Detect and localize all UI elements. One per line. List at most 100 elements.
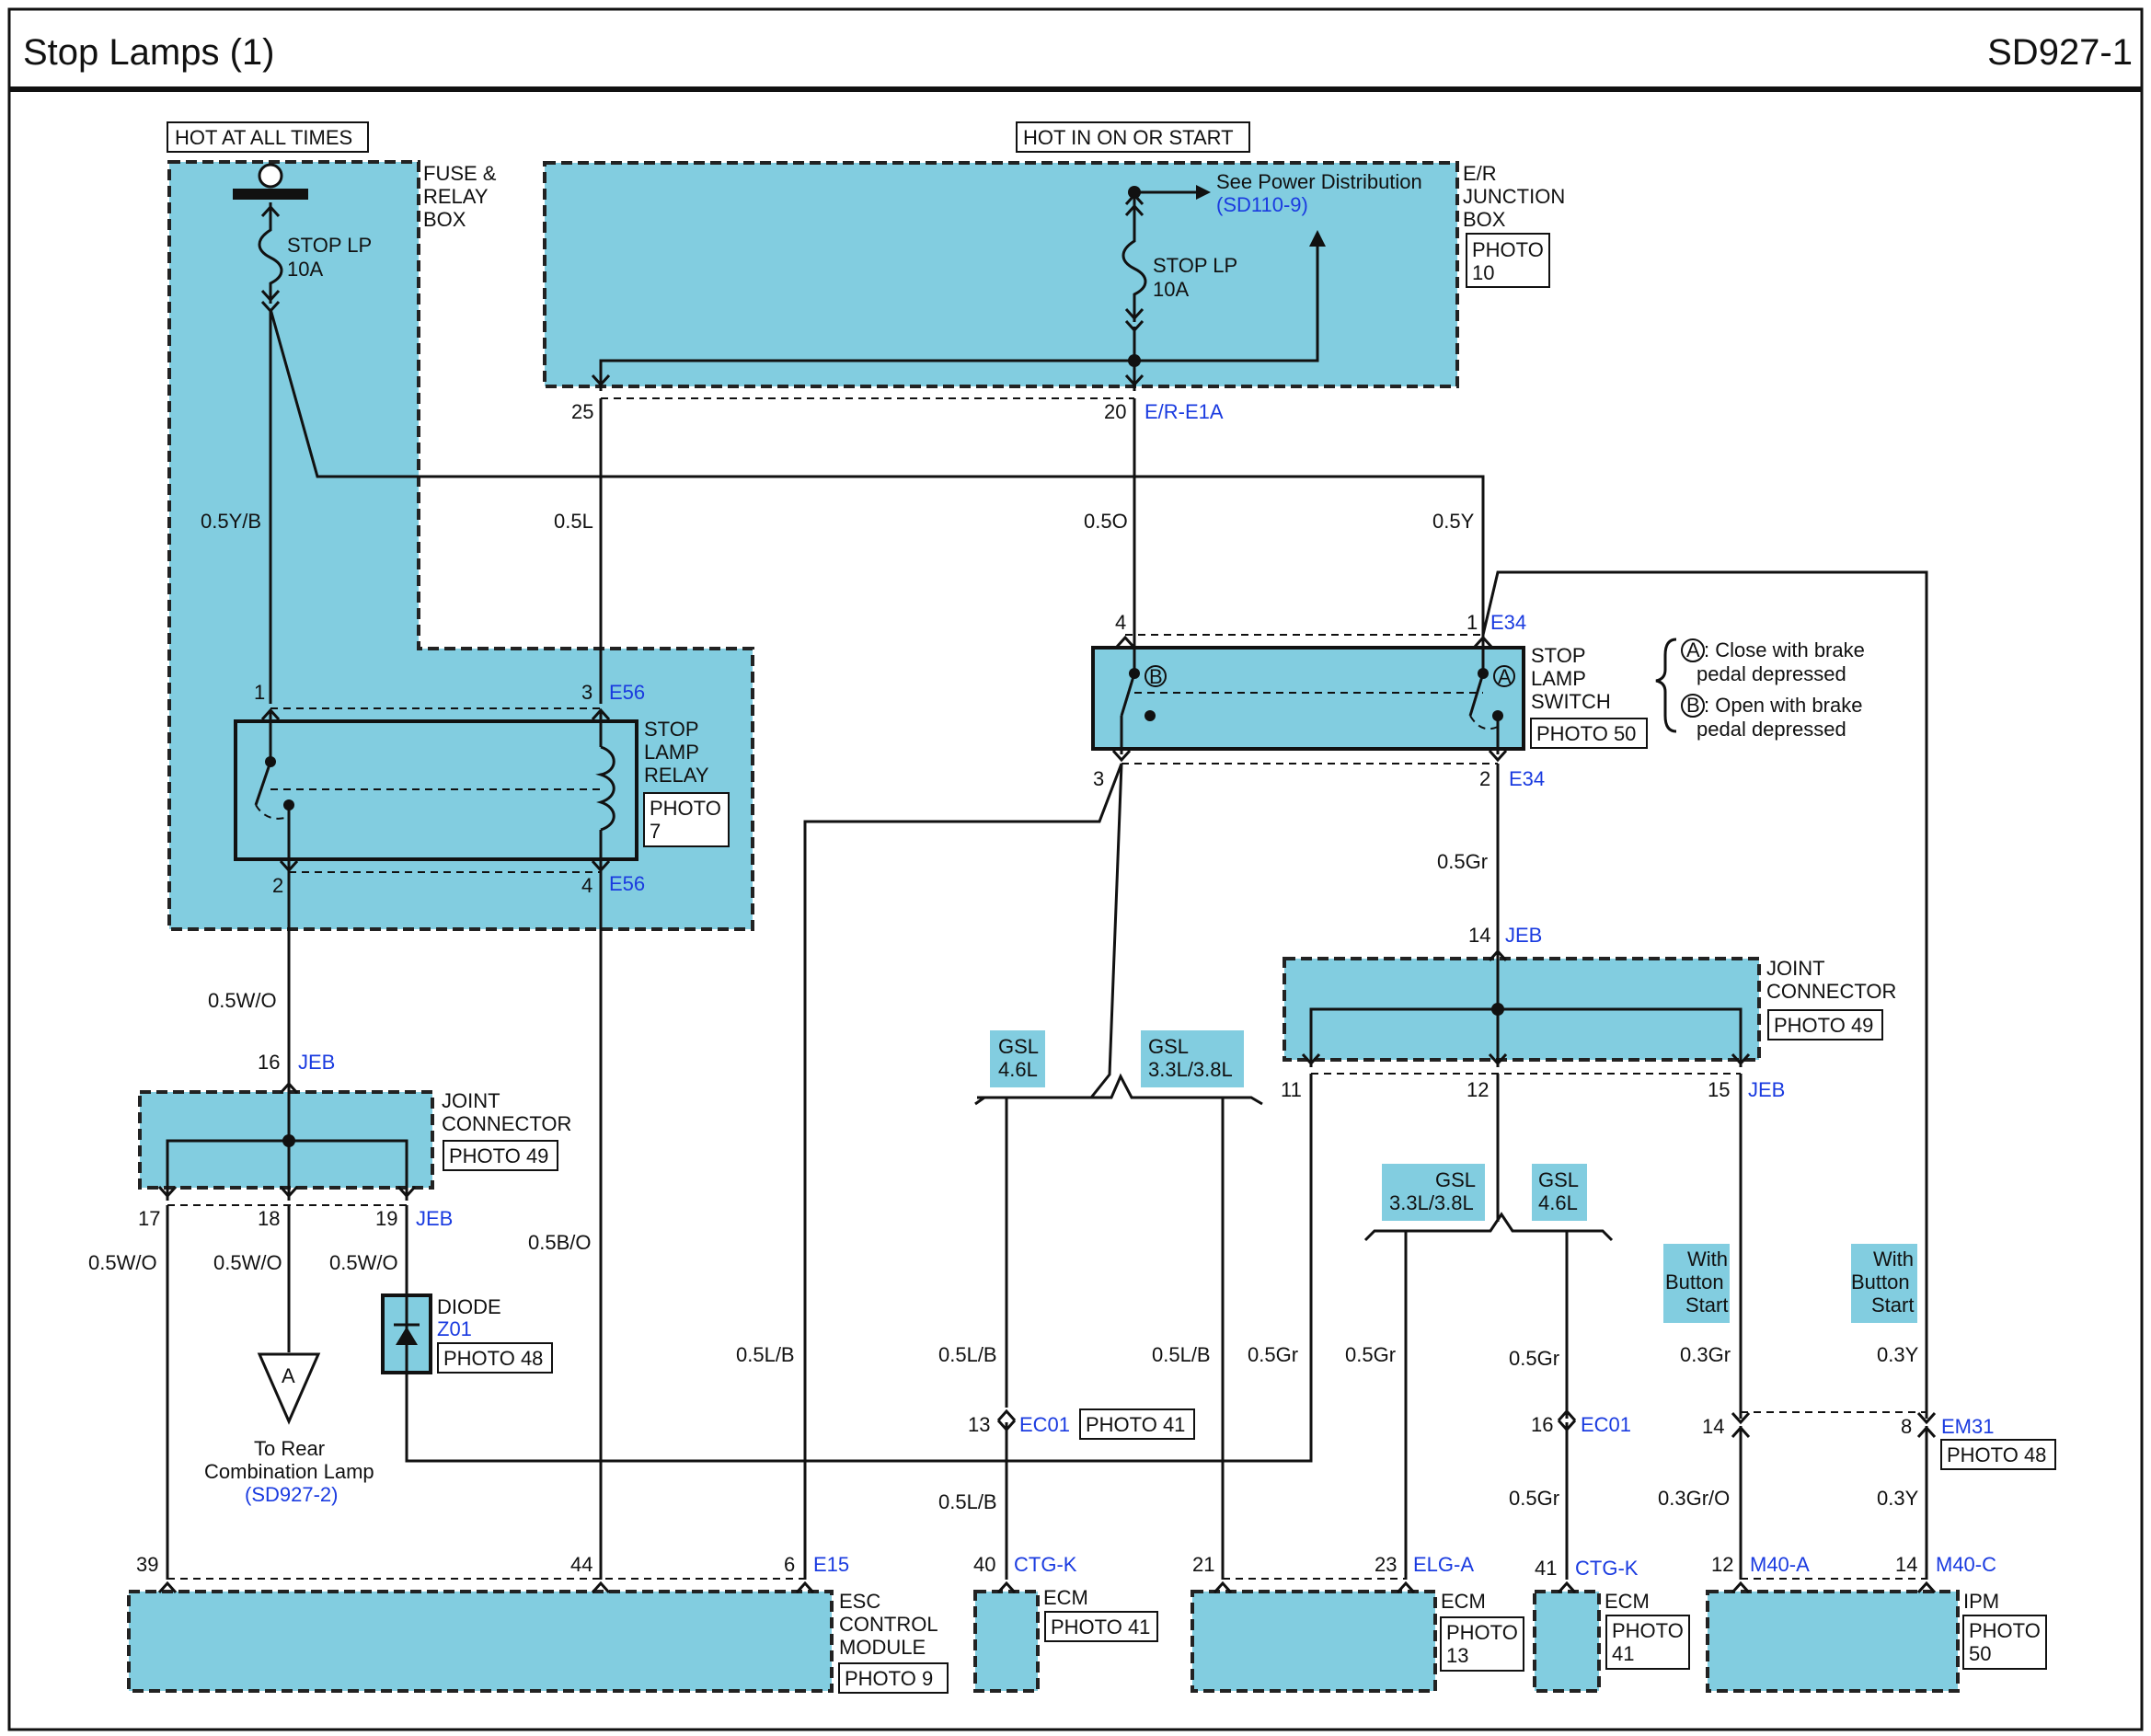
wire-label-05wo-b: 0.5W/O	[213, 1251, 282, 1274]
legend-a-text: : Close with brake	[1704, 638, 1865, 661]
ipm-photo-box	[1962, 1615, 2047, 1670]
wire-label-05l: 0.5L	[554, 510, 593, 533]
ecm3-photo-box	[1605, 1615, 1690, 1670]
jcr-pin-15: 15	[1708, 1078, 1730, 1101]
ecm-module-2	[1191, 1590, 1437, 1693]
jcl-label-2: CONNECTOR	[442, 1112, 571, 1135]
wire-label-05o: 0.5O	[1084, 510, 1128, 533]
offpage-label-1: To Rear	[254, 1437, 325, 1460]
jcl-label-1: JOINT	[442, 1089, 500, 1112]
relay-label-3: RELAY	[644, 764, 709, 787]
wire-label-05gr-d: 0.5Gr	[1509, 1487, 1559, 1510]
ecm1-photo: PHOTO 41	[1051, 1615, 1150, 1638]
em31-photo-box	[1940, 1439, 2056, 1470]
wire-label-03y-low: 0.3Y	[1877, 1487, 1919, 1510]
ecm3-pin-41: 41	[1535, 1557, 1557, 1580]
relay-pin-1: 1	[254, 681, 265, 704]
er-pin-20: 20	[1104, 400, 1126, 423]
page-border	[7, 7, 2144, 1731]
switch-pin-3: 3	[1093, 767, 1104, 790]
ecm1-pin-40: 40	[973, 1553, 995, 1576]
bus-bar-icon	[233, 189, 308, 200]
wire-jcr11	[405, 1074, 1313, 1463]
arrow-up-icon	[1309, 230, 1326, 247]
em31-conn: EM31	[1941, 1415, 1994, 1438]
ec01-pin-13: 13	[968, 1413, 990, 1436]
esc-label-2: CONTROL	[839, 1613, 938, 1636]
ipm-photo-2: 50	[1969, 1642, 1991, 1665]
variant-gsl46-1: GSL	[998, 1035, 1039, 1058]
fuse-box-label-1: FUSE &	[423, 162, 497, 185]
switch-label-3: SWITCH	[1531, 690, 1611, 713]
fuse-stop-lp-left-icon	[258, 202, 283, 304]
legend-a-letter: A	[1686, 638, 1700, 661]
ipm-label: IPM	[1963, 1590, 1999, 1613]
switch-a-marker-icon	[1493, 665, 1515, 687]
offpage-label-2: Combination Lamp	[204, 1460, 374, 1483]
em31-pin-8: 8	[1901, 1415, 1912, 1438]
stop-lamp-switch	[1091, 646, 1525, 751]
jcl-pin-16: 16	[258, 1051, 280, 1074]
variant-wbs1-2: Button	[1665, 1270, 1724, 1293]
switch-b-marker: B	[1149, 665, 1163, 688]
er-pin-25: 25	[571, 400, 593, 423]
ecm-module-3	[1533, 1590, 1601, 1693]
er-conn-e1a: E/R-E1A	[1145, 400, 1224, 423]
jcr-conn-top: JEB	[1505, 924, 1542, 947]
relay-pin-4: 4	[581, 874, 592, 897]
diode-photo-box	[437, 1342, 553, 1374]
ipm-conn-14: M40-C	[1936, 1553, 1996, 1576]
wire-label-05gr-c: 0.5Gr	[1509, 1347, 1559, 1370]
er-box-label-3: BOX	[1463, 208, 1506, 231]
switch-contact-b-icon	[1120, 673, 1136, 717]
variant-wbs2-1: With	[1873, 1247, 1914, 1270]
page-code: SD927-1	[1987, 32, 2133, 73]
battery-terminal-icon	[258, 163, 283, 189]
wire-label-03gr: 0.3Gr	[1680, 1343, 1731, 1366]
ecm2-conn: ELG-A	[1413, 1553, 1474, 1576]
er-box-label-2: JUNCTION	[1463, 185, 1565, 208]
jcr-conn-bottom: JEB	[1748, 1078, 1785, 1101]
legend-b-text: : Open with brake	[1704, 694, 1862, 717]
wire-05y	[269, 308, 1485, 635]
relay-photo-box	[643, 792, 730, 847]
arrow-right-icon	[1196, 185, 1211, 200]
er-junction-box	[543, 161, 1459, 388]
ec01-conn-a: EC01	[1019, 1413, 1070, 1436]
fuse-er-name: STOP LP	[1153, 254, 1237, 277]
ecm2-pin-21: 21	[1192, 1553, 1214, 1576]
switch-pin-2: 2	[1479, 767, 1490, 790]
wire-label-05lb-low: 0.5L/B	[938, 1490, 997, 1513]
wire-label-05wo-c: 0.5W/O	[329, 1251, 398, 1274]
jcl-pin-17: 17	[138, 1207, 160, 1230]
variant-gsl33-2: 3.3L/3.8L	[1148, 1058, 1233, 1081]
esc-conn: E15	[813, 1553, 849, 1576]
switch-label-1: STOP	[1531, 644, 1586, 667]
ecm2-label: ECM	[1441, 1590, 1486, 1613]
er-photo-2: 10	[1472, 261, 1494, 284]
er-photo-1: PHOTO	[1472, 238, 1544, 261]
legend-b-icon	[1681, 694, 1705, 718]
ecm3-photo-2: 41	[1612, 1642, 1634, 1665]
ipm-photo-1: PHOTO	[1969, 1619, 2041, 1642]
ec01-photo: PHOTO 41	[1086, 1413, 1185, 1436]
variant-wbs2-2: Button	[1851, 1270, 1910, 1293]
ecm1-photo-box	[1044, 1611, 1158, 1642]
esc-pin-44: 44	[570, 1553, 592, 1576]
relay-conn-top: E56	[609, 681, 645, 704]
esc-label-3: MODULE	[839, 1636, 926, 1659]
wire-label-05wo-a: 0.5W/O	[88, 1251, 157, 1274]
variant-gsl33b-box	[1382, 1164, 1485, 1221]
esc-control-module	[127, 1590, 834, 1693]
variant-gsl33b-2: 3.3L/3.8L	[1389, 1191, 1474, 1214]
esc-pin-39: 39	[136, 1553, 158, 1576]
jcl-conn-top: JEB	[298, 1051, 335, 1074]
gsl-right-split	[1363, 1212, 1614, 1242]
jcr-pin-14: 14	[1468, 924, 1490, 947]
variant-gsl33b-1: GSL	[1435, 1168, 1476, 1191]
variant-wbs1-box	[1663, 1244, 1730, 1323]
ecm2-photo-1: PHOTO	[1446, 1621, 1518, 1644]
offpage-letter: A	[282, 1364, 295, 1387]
ecm3-conn: CTG-K	[1575, 1557, 1639, 1580]
wire-label-05gr-a: 0.5Gr	[1248, 1343, 1298, 1366]
